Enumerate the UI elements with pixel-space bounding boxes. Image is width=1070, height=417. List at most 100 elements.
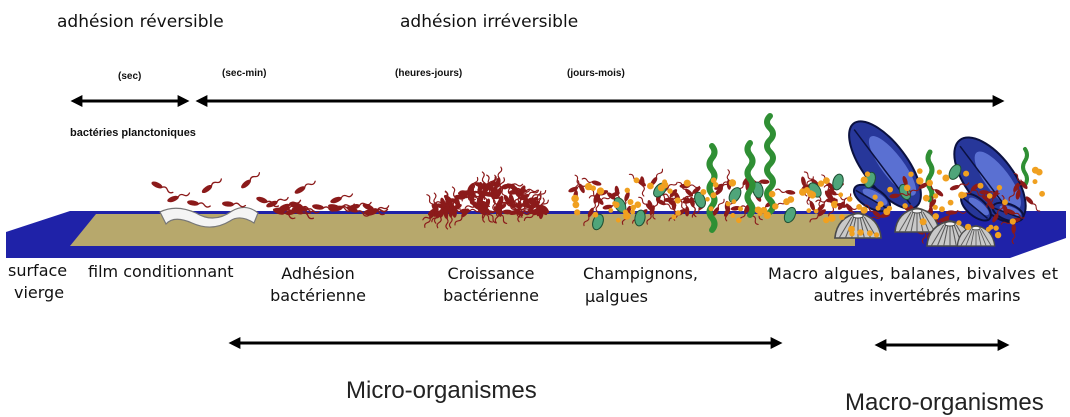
spore-dot	[616, 218, 621, 223]
spore-dot	[908, 172, 913, 177]
planktonic-bacterium	[329, 192, 353, 205]
bacterium-flagellum	[582, 178, 593, 183]
bacterium-flagellum	[233, 203, 245, 207]
timescale-labels: (sec) (sec-min) (heures-jours) (jours-mo…	[118, 68, 625, 82]
spore-dot	[847, 196, 853, 202]
macroalga-strand	[1023, 149, 1027, 185]
spore-dot	[628, 199, 634, 205]
spore-dot	[933, 205, 938, 210]
bacterium-flagellum	[668, 181, 678, 188]
spore-dot	[874, 232, 879, 237]
spore-dot	[856, 204, 862, 210]
stage-bacterial-adhesion-line2: bactérienne	[270, 286, 366, 305]
bacterium-body	[166, 195, 179, 204]
spore-dot	[948, 200, 954, 206]
spore-dot	[705, 197, 710, 202]
spore-dot	[726, 201, 731, 206]
spore-dot	[593, 212, 599, 218]
irreversible-adhesion-label: adhésion irréversible	[400, 12, 578, 32]
bacterium-flagellum	[211, 178, 223, 187]
timescale-seconds-minutes-label: (sec-min)	[222, 68, 266, 79]
bacterium-flagellum	[574, 175, 581, 185]
timescale-hours-days-label: (heures-jours)	[395, 68, 462, 79]
spore-dot	[736, 218, 742, 224]
bacterium-flagellum	[656, 168, 664, 178]
bacterium-body	[312, 203, 325, 210]
phase-labels: adhésion réversible adhésion irréversibl…	[57, 12, 578, 32]
spore-dot	[755, 207, 762, 214]
bacterium-body	[949, 184, 960, 192]
spore-dot	[838, 192, 843, 197]
planktonic-bacterium	[294, 179, 317, 195]
spore-dot	[828, 214, 835, 221]
stage-bacterial-growth-line2: bactérienne	[443, 286, 539, 305]
bacterium-flagellum	[642, 186, 646, 196]
bacterium-flagellum	[198, 202, 210, 207]
bacterium-body	[255, 196, 268, 205]
spore-dot	[873, 195, 878, 200]
spore-dot	[963, 171, 969, 177]
stage-fungi-microalgae-line2: µalgues	[585, 287, 648, 306]
spore-dot	[861, 177, 868, 184]
spore-dot	[571, 195, 579, 203]
macro-organisms-label: Macro-organismes	[845, 389, 1044, 416]
bacterium-body	[150, 180, 163, 190]
spore-dot	[923, 195, 930, 202]
bacterium-flagellum	[249, 172, 260, 182]
stage-virgin-surface-line1: surface	[8, 261, 67, 280]
spore-dot	[574, 209, 580, 215]
bacterium-flagellum	[178, 192, 190, 199]
spore-dot	[807, 190, 814, 197]
stage-fungi-microalgae-line1: Champignons,	[583, 264, 698, 283]
timescale-days-months-label: (jours-mois)	[567, 68, 625, 79]
barnacle-aperture	[972, 226, 981, 229]
planktonic-bacterium	[150, 180, 173, 195]
bacterium-body	[785, 189, 796, 195]
planktonic-bacterium	[187, 199, 211, 208]
stage-macro-organisms-line2: autres invertébrés marins	[814, 286, 1021, 305]
spore-dot	[987, 193, 993, 199]
planktonic-bacteria-label: bactéries planctoniques	[70, 127, 196, 139]
macroalga-strand	[767, 116, 773, 212]
micro-organisms-label: Micro-organismes	[346, 377, 537, 404]
spore-dot	[867, 230, 873, 236]
bacterium-flagellum	[304, 180, 316, 189]
spore-dot	[857, 229, 863, 235]
spore-dot	[904, 185, 911, 192]
spore-dot	[814, 209, 819, 214]
planktonic-bacterium	[240, 171, 261, 190]
bacterium-body	[329, 196, 342, 205]
bacterium-flagellum	[775, 189, 785, 193]
bacterium-flagellum	[276, 196, 288, 203]
macro-fouling-community	[835, 110, 1045, 246]
spore-dot	[675, 210, 681, 216]
spore-dot	[623, 212, 631, 220]
spore-dot	[958, 192, 965, 199]
spore-dot	[738, 206, 743, 211]
macro-zone-bacterium	[1024, 195, 1041, 212]
spore-dot	[902, 203, 907, 208]
spore-dot	[630, 210, 635, 215]
spore-dot	[887, 187, 893, 193]
bacterium-flagellum	[341, 193, 353, 200]
spore-dot	[672, 215, 677, 220]
bacterium-flagellum	[161, 186, 173, 194]
spore-dot	[634, 177, 640, 183]
spore-dot	[709, 206, 714, 211]
barnacle-aperture	[912, 209, 922, 213]
spore-dot	[729, 179, 736, 186]
bacterium-flagellum	[596, 201, 599, 211]
spore-dot	[839, 214, 845, 220]
stage-bacterial-adhesion-line1: Adhésion	[281, 264, 355, 283]
spore-dot	[917, 168, 923, 174]
stage-conditioning-film: film conditionnant	[88, 262, 234, 281]
planktonic-bacterium	[222, 201, 246, 208]
spore-dot	[772, 203, 778, 209]
bacterium-body	[685, 206, 689, 216]
spore-dot	[988, 225, 993, 230]
bacterium-flagellum	[689, 185, 699, 188]
bacterium-flagellum	[727, 170, 730, 180]
spore-dot	[997, 185, 1002, 190]
spore-dot	[848, 226, 855, 233]
